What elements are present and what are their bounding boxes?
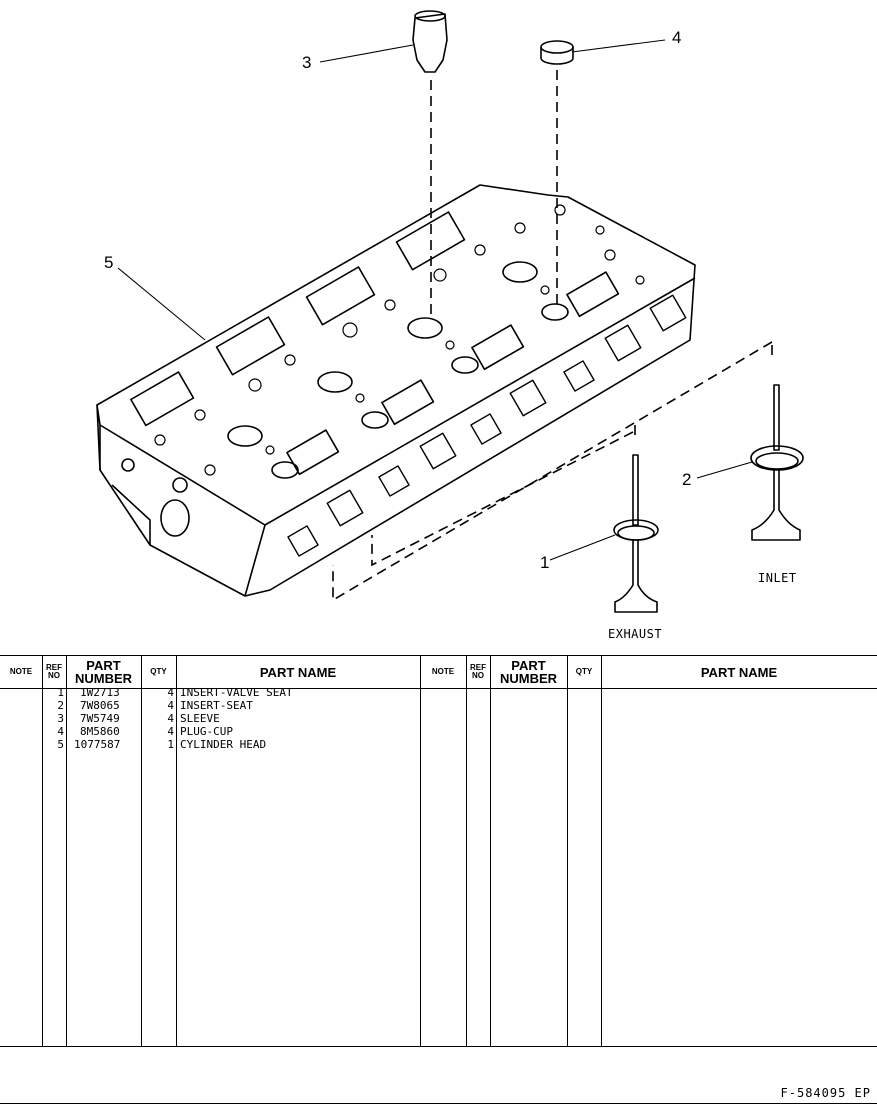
qty: 4 <box>167 699 174 712</box>
sleeve-part <box>412 10 448 73</box>
table-row: 1 1W2713 4 INSERT-VALVE SEAT <box>0 686 420 699</box>
part-number: 7W8065 <box>80 699 120 712</box>
header-note-2: NOTE <box>431 667 455 676</box>
qty: 4 <box>167 712 174 725</box>
header-qty: QTY <box>150 667 167 676</box>
qty: 4 <box>167 725 174 738</box>
inlet-caption: INLET <box>758 571 797 585</box>
exhaust-caption: EXHAUST <box>608 627 663 641</box>
part-name: CYLINDER HEAD <box>180 738 267 751</box>
valve-bores <box>227 261 569 479</box>
bottom-divider <box>0 1103 877 1104</box>
callout-5: 5 <box>104 253 114 272</box>
qty: 4 <box>167 686 174 699</box>
figure-reference: F-584095 EP <box>780 1086 871 1100</box>
header-part-name: PART NAME <box>259 664 337 680</box>
cylinder-head-drawing <box>96 10 804 613</box>
side-ports <box>287 294 687 557</box>
part-number: 1W2713 <box>80 686 120 699</box>
header-ref-no-2: REF NO <box>470 663 486 680</box>
header-qty-2: QTY <box>575 667 593 676</box>
cylinder-head-outline <box>96 184 696 597</box>
callout-4: 4 <box>672 28 682 47</box>
part-name: INSERT-SEAT <box>180 699 253 712</box>
callout-2: 2 <box>682 470 692 489</box>
inlet-valve-part <box>750 384 804 541</box>
table-row: 4 8M5860 4 PLUG-CUP <box>0 725 420 738</box>
callout-1: 1 <box>540 553 550 572</box>
ref-no: 5 <box>57 738 64 751</box>
ref-no: 1 <box>57 686 64 699</box>
callout-3: 3 <box>302 53 312 72</box>
header-note: NOTE <box>9 667 33 676</box>
part-name: PLUG-CUP <box>180 725 233 738</box>
header-ref-no: REF NO <box>46 663 62 680</box>
header-part-number-2: PART NUMBER <box>499 658 558 686</box>
exhaust-valve-part <box>613 454 659 613</box>
table-row: 5 1077587 1 CYLINDER HEAD <box>0 738 420 751</box>
table-row: 2 7W8065 4 INSERT-SEAT <box>0 699 420 712</box>
parts-list-table: NOTE REF NO PART NUMBER QTY PART NAME NO… <box>0 655 877 1047</box>
table-row: 3 7W5749 4 SLEEVE <box>0 712 420 725</box>
ref-no: 2 <box>57 699 64 712</box>
header-part-number: PART NUMBER <box>74 658 133 686</box>
part-name: SLEEVE <box>180 712 220 725</box>
ref-no: 4 <box>57 725 64 738</box>
part-number: 7W5749 <box>80 712 120 725</box>
part-name: INSERT-VALVE SEAT <box>180 686 293 699</box>
ref-no: 3 <box>57 712 64 725</box>
qty: 1 <box>167 738 174 751</box>
small-holes <box>154 204 645 476</box>
part-number: 8M5860 <box>80 725 120 738</box>
exploded-view-illustration: 3 4 5 1 2 EXHAUST INLET <box>96 10 804 641</box>
header-part-name-2: PART NAME <box>700 664 778 680</box>
part-number: 1077587 <box>74 738 121 751</box>
plug-cup-part <box>540 40 574 65</box>
